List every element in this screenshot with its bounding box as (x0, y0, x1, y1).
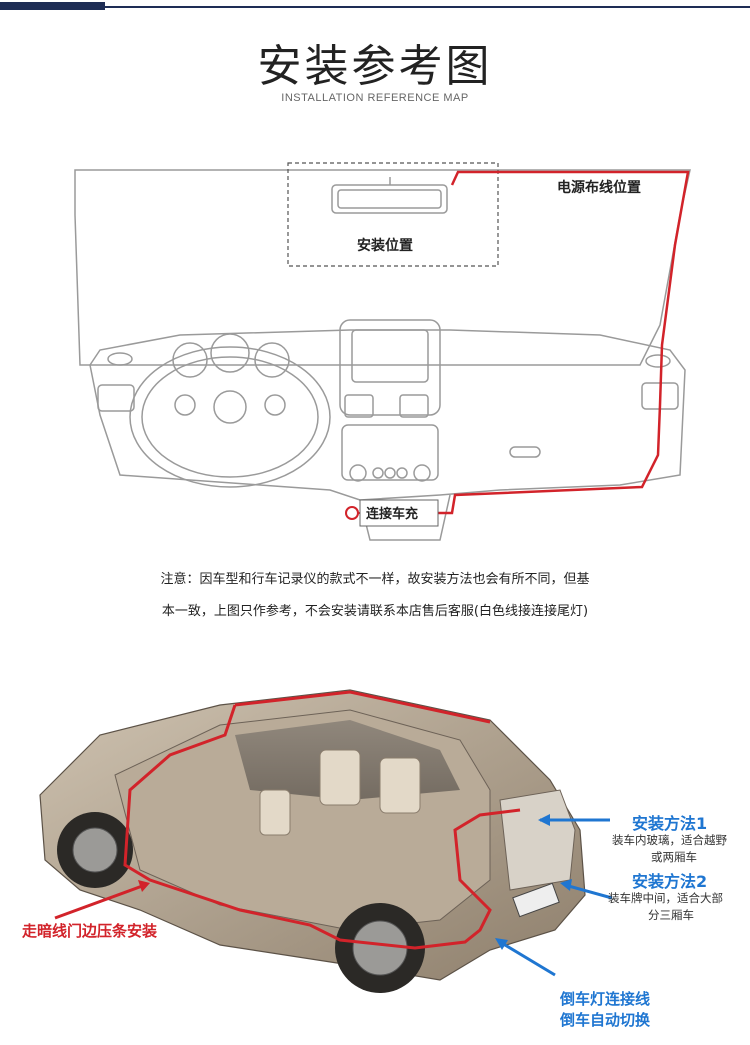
rear-window (499, 789, 576, 891)
center-screen (351, 329, 429, 383)
rear-mirror (331, 184, 448, 214)
door-seal-arrow (54, 883, 146, 920)
method2-arrow (564, 883, 613, 900)
door-seal-label: 走暗线门边压条安装 (22, 922, 158, 940)
reverse-line-1: 倒车灯连接线 (560, 990, 651, 1008)
method2-desc-line1: 装车牌中间，适合大部 (608, 891, 723, 905)
page-subtitle: INSTALLATION REFERENCE MAP (281, 92, 469, 104)
method1-desc-line2: 或两厢车 (651, 850, 697, 864)
notice-line-2: 本一致，上图只作参考，不会安装请联系本店售后客服(白色线接连接尾灯) (161, 604, 589, 619)
method1-title: 安装方法1 (632, 814, 708, 833)
car-charger-box (359, 499, 439, 527)
method2-title: 安装方法2 (632, 872, 708, 891)
dashboard-body (89, 329, 686, 501)
car-charger-label: 连接车充 (366, 507, 419, 522)
windshield-outline (74, 169, 691, 366)
power-wiring-label: 电源布线位置 (557, 180, 641, 196)
car-cutaway-diagram (39, 689, 613, 993)
method1-desc-line1: 装车内玻璃，适合越野 (612, 833, 727, 847)
left-vent (97, 384, 135, 412)
header-rule (0, 6, 750, 8)
license-plate (512, 882, 560, 918)
page-title: 安装参考图 (257, 41, 493, 92)
charger-plug (345, 506, 359, 520)
install-position-label: 安装位置 (357, 238, 413, 254)
dashboard-diagram (74, 162, 691, 541)
reverse-line-2: 倒车自动切换 (560, 1011, 651, 1029)
install-area-box (287, 162, 499, 267)
steering-wheel (129, 346, 331, 488)
notice-line-1: 注意：因车型和行车记录仪的款式不一样，故安装方法也会有所不同，但基 (160, 572, 590, 587)
method2-desc-line2: 分三厢车 (648, 908, 694, 922)
reverse-arrow (499, 940, 556, 977)
power-wiring-route (438, 170, 690, 515)
center-console (339, 319, 441, 416)
hidden-wiring-route (123, 704, 521, 950)
